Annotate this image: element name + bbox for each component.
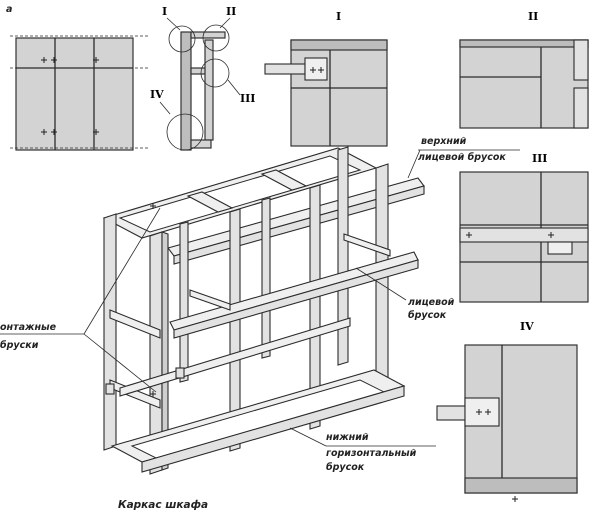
leader-4	[159, 101, 171, 115]
left-side-rail-1	[109, 309, 161, 339]
side-top-board	[190, 31, 226, 39]
detail-1-fastener-bar	[264, 63, 306, 75]
detail-3-shelf	[459, 227, 589, 243]
detail-1-title: I	[336, 10, 341, 23]
top-crossbar-1	[186, 191, 234, 213]
side-section: I II III IV	[150, 5, 255, 151]
cabinet-frame-isometric	[102, 146, 425, 475]
mounting-block-1	[175, 367, 185, 379]
label-lower-bar-3: брусок	[326, 462, 365, 473]
detail-1-panel: I	[264, 10, 388, 147]
lower-horizontal-bar	[141, 385, 405, 473]
detail-3-panel: III	[459, 152, 589, 303]
annotation-upper-face-bar: верхний лицевой брусок	[407, 136, 520, 179]
post-back-left	[103, 213, 117, 451]
elevation-cross-marks	[41, 57, 99, 135]
post-front-left-side	[161, 231, 169, 471]
annotation-mounting-bars: онтажные бруски	[0, 207, 161, 393]
top-crossbar-2	[260, 169, 308, 191]
label-upper-face-bar-1: верхний	[421, 136, 467, 147]
detail-3-block	[547, 241, 573, 255]
leader-upper-face-bar	[407, 149, 421, 179]
back-rail-right	[343, 233, 391, 257]
detail-4-title: IV	[520, 320, 534, 333]
detail-4-panel: IV	[436, 320, 578, 502]
callout-circle-4	[166, 113, 204, 151]
detail-1-screws	[310, 67, 324, 73]
label-mounting-bars-2: бруски	[0, 340, 39, 351]
frame-screws	[150, 203, 156, 397]
detail-2-title: II	[528, 10, 538, 23]
callout-circle-1	[168, 25, 196, 53]
detail-1-top	[290, 39, 388, 51]
leader-face-bar	[355, 267, 407, 301]
label-face-bar-1: лицевой	[408, 297, 455, 308]
detail-3-title: III	[532, 152, 547, 165]
mounting-block-2	[105, 383, 115, 395]
post-back-right	[337, 146, 349, 366]
leader-1	[166, 17, 181, 31]
leader-3	[227, 79, 241, 96]
front-elevation-panel: а	[6, 4, 150, 151]
detail-2-panel: II	[459, 10, 589, 129]
detail-1-block	[304, 57, 328, 81]
post-mid-1	[229, 208, 241, 452]
leader-lower-bar	[289, 427, 327, 447]
label-lower-bar-1: нижний	[326, 432, 369, 443]
post-mid-back-1	[179, 221, 189, 383]
figure-letter: а	[6, 4, 12, 15]
side-bottom-board	[190, 139, 212, 149]
top-frame-opening	[118, 155, 362, 233]
label-mounting-bars-1: онтажные	[0, 322, 57, 333]
face-bar-front	[173, 259, 419, 339]
callout-circle-3	[200, 58, 230, 88]
elevation-body	[15, 37, 134, 151]
callout-circle-2	[202, 24, 230, 52]
detail-2-post-upper	[573, 39, 589, 81]
label-lower-bar-2: горизонтальный	[326, 448, 417, 459]
detail-2-top	[459, 39, 589, 48]
annotation-face-bar: лицевой брусок	[355, 267, 455, 321]
detail-2-post-lower	[573, 87, 589, 129]
detail-2-label: II	[226, 5, 236, 18]
annotation-lower-bar: нижний горизонтальный брусок	[289, 427, 436, 473]
detail-1-label: I	[162, 5, 167, 18]
detail-3-screws	[466, 232, 554, 238]
detail-2-body	[459, 39, 589, 129]
back-rail-left	[189, 289, 231, 311]
detail-3-label: III	[240, 92, 255, 105]
side-back-strip	[204, 39, 214, 141]
label-face-bar-2: брусок	[408, 310, 447, 321]
leader-mounting-2	[83, 333, 157, 393]
detail-4-screws	[476, 409, 518, 502]
detail-4-bottom	[464, 477, 578, 494]
detail-4-fastener-bar	[436, 405, 466, 421]
label-upper-face-bar-2: лицевой брусок	[418, 152, 506, 163]
leader-mounting-1	[83, 207, 161, 335]
post-mid-back-2	[261, 197, 271, 359]
detail-4-label: IV	[150, 88, 164, 101]
post-mid-2	[309, 184, 321, 430]
detail-1-body	[290, 39, 388, 147]
figure-caption: Каркас шкафа	[118, 499, 208, 511]
